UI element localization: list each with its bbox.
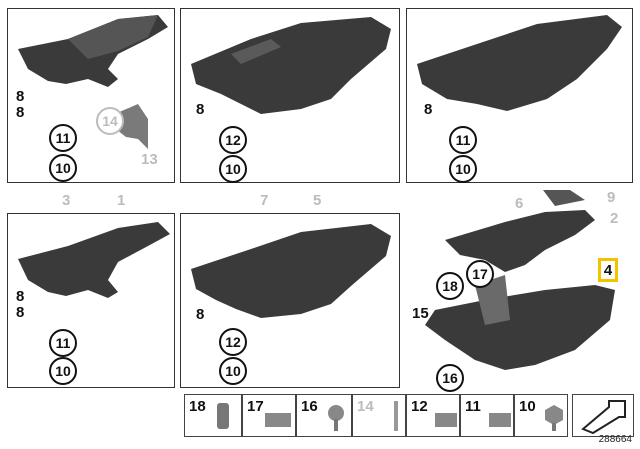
- legend-number: 16: [301, 398, 318, 415]
- legend-cell-11: 11: [460, 394, 514, 437]
- label-7: 7: [260, 192, 269, 209]
- label-15: 15: [412, 305, 429, 322]
- label-8: 8: [196, 306, 205, 323]
- panel-underbody-variant-2: 8 12 10: [180, 8, 400, 183]
- clip-icon: [489, 413, 511, 427]
- panel-underbody-variant-4: 8 8 11 10: [7, 213, 175, 388]
- label-8: 8: [16, 88, 25, 105]
- label-8: 8: [424, 101, 433, 118]
- callout-10: 10: [49, 357, 77, 385]
- callout-11: 11: [49, 124, 77, 152]
- callout-14: 14: [96, 107, 124, 135]
- legend-cell-arrow: [572, 394, 634, 437]
- callout-18: 18: [436, 272, 464, 300]
- callout-12: 12: [219, 126, 247, 154]
- rivet-icon: [394, 401, 398, 431]
- callout-10: 10: [219, 357, 247, 385]
- panel-underbody-variant-5: 8 12 10: [180, 213, 400, 388]
- callout-10: 10: [49, 154, 77, 182]
- label-13: 13: [141, 151, 158, 168]
- legend-number: 17: [247, 398, 264, 415]
- spring-clip-icon: [265, 413, 291, 427]
- clip-nut-icon: [217, 403, 229, 429]
- callout-10: 10: [219, 155, 247, 183]
- callout-16: 16: [436, 364, 464, 392]
- panel-underbody-variant-3: 8 11 10: [406, 8, 633, 183]
- underbody-shield-part: [417, 15, 622, 111]
- legend-cell-12: 12: [406, 394, 460, 437]
- label-3: 3: [62, 192, 71, 209]
- legend-cell-10: 10: [514, 394, 568, 437]
- legend-number: 14: [357, 398, 374, 415]
- label-8: 8: [16, 104, 25, 121]
- label-9: 9: [607, 189, 616, 206]
- legend-cell-18: 18: [184, 394, 242, 437]
- legend-number: 10: [519, 398, 536, 415]
- diagram-number: 288664: [598, 434, 632, 445]
- underbody-shield-part: [18, 222, 170, 298]
- legend-cell-14: 14: [352, 394, 406, 437]
- callout-12: 12: [219, 328, 247, 356]
- clip-icon: [435, 413, 457, 427]
- callout-10: 10: [449, 155, 477, 183]
- panel-underbody-variant-1: 8 8 11 10 14 13: [7, 8, 175, 183]
- label-1: 1: [117, 192, 126, 209]
- legend-number: 11: [465, 398, 481, 415]
- legend-number: 18: [189, 398, 206, 415]
- callout-11: 11: [449, 126, 477, 154]
- label-2: 2: [610, 210, 619, 227]
- legend-cell-16: 16: [296, 394, 352, 437]
- screw-icon: [328, 405, 344, 431]
- label-8: 8: [16, 304, 25, 321]
- label-4-highlighted: 4: [598, 258, 618, 282]
- underbody-shield-part: [191, 17, 391, 114]
- label-8: 8: [16, 288, 25, 305]
- underbody-shield-part: [191, 224, 391, 318]
- arrow-icon: [581, 400, 626, 435]
- callout-17: 17: [466, 260, 494, 288]
- assembly-parts: [425, 190, 615, 370]
- callout-11: 11: [49, 329, 77, 357]
- label-5: 5: [313, 192, 322, 209]
- hex-bolt-icon: [545, 405, 563, 431]
- label-6: 6: [515, 195, 524, 212]
- label-8: 8: [196, 101, 205, 118]
- legend-number: 12: [411, 398, 428, 415]
- legend-cell-17: 17: [242, 394, 296, 437]
